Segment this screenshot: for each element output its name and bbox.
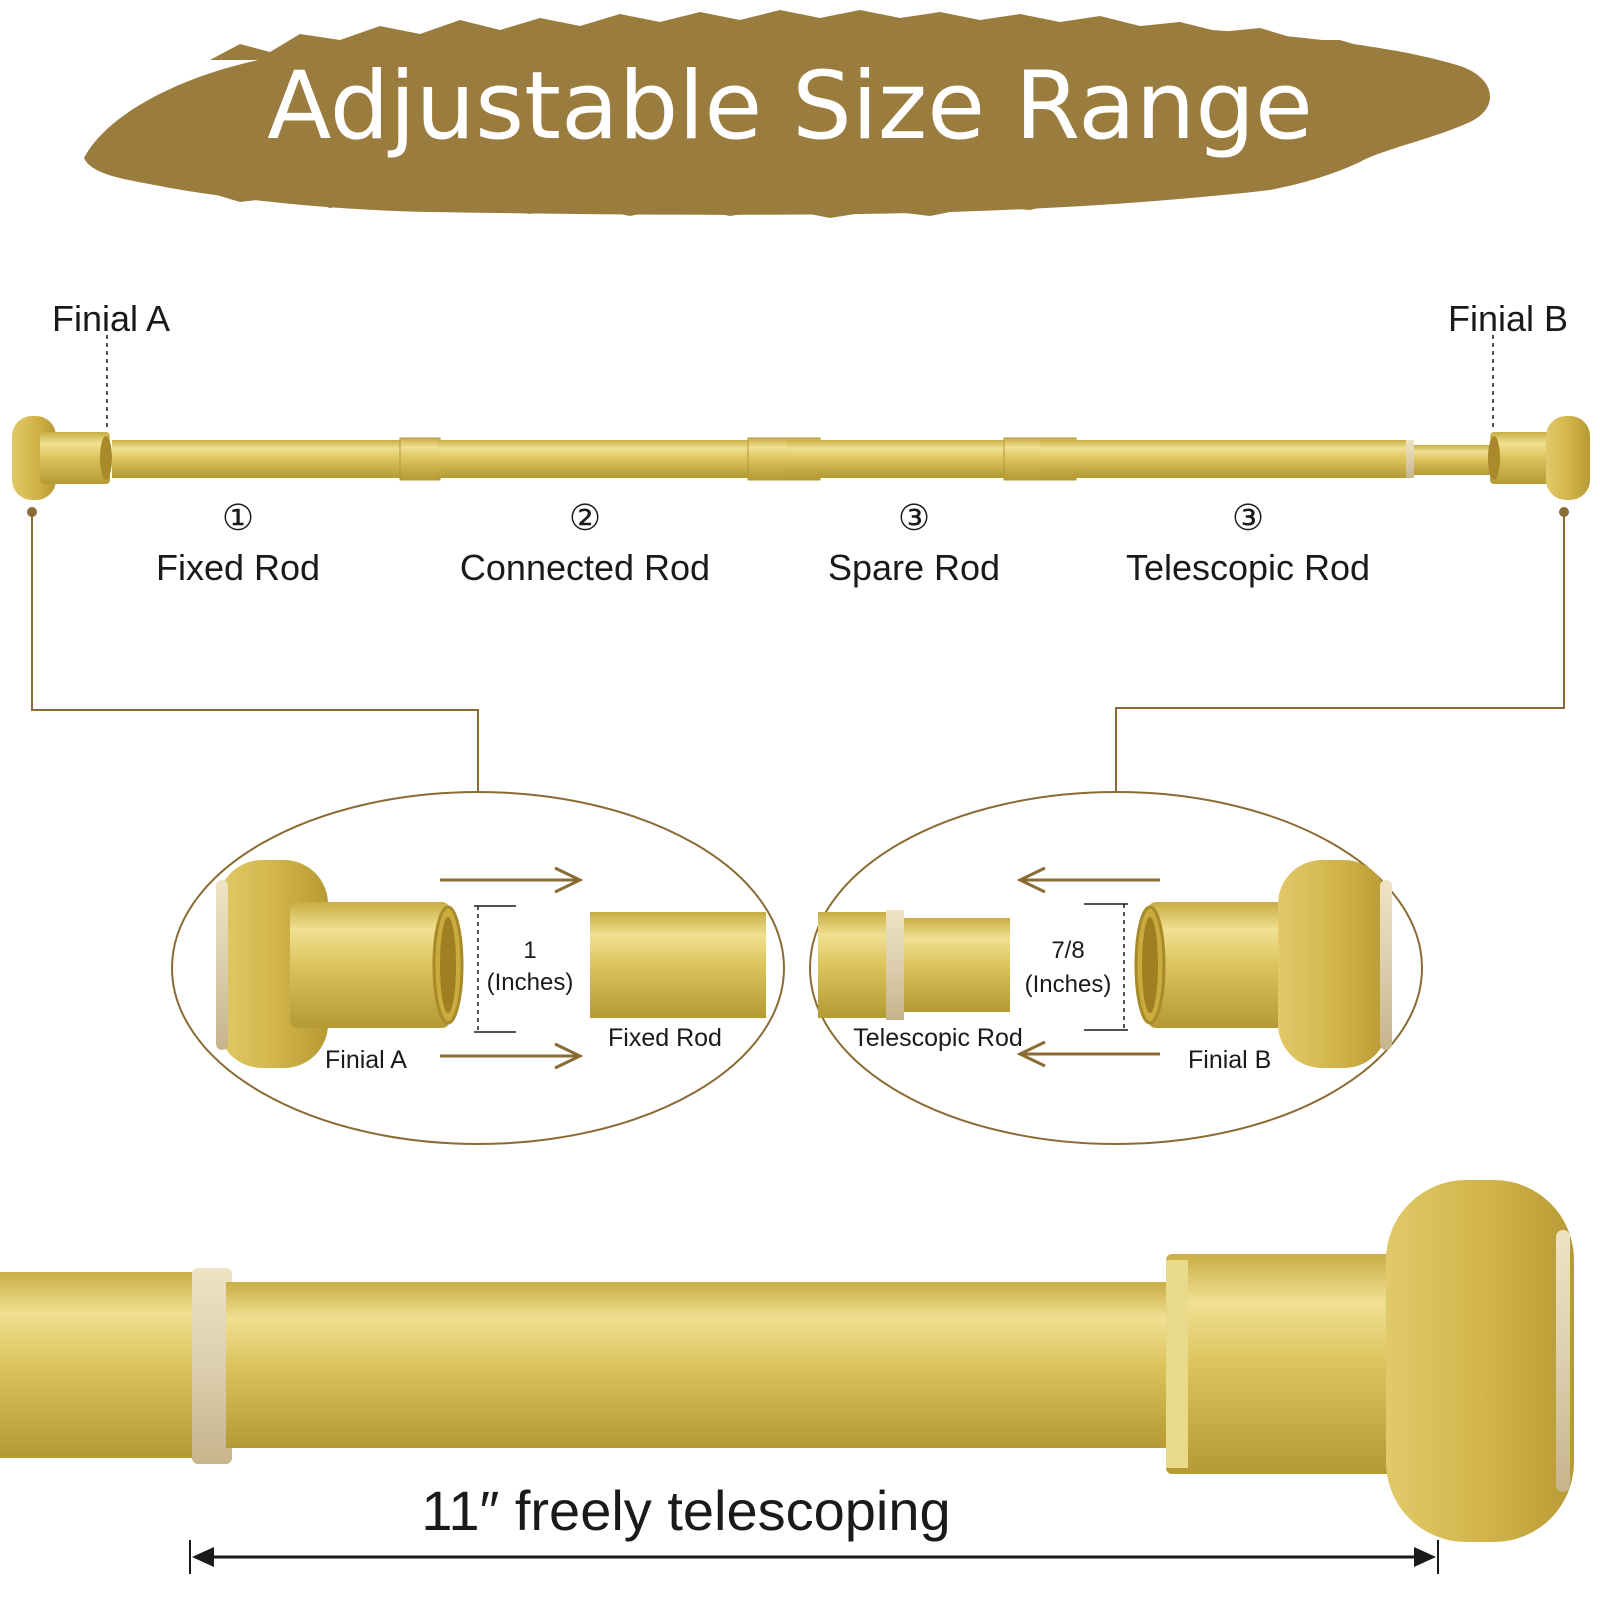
telescopic-sleeve-big [192,1268,232,1464]
size-unit: (Inches) [487,969,574,996]
telescopic-rod-inner [1414,445,1494,475]
fixed-rod-segment [112,440,434,478]
page-title: Adjustable Size Range [267,52,1313,161]
size-value: 1 [523,937,536,964]
spare-rod-segment [786,440,1036,478]
part-spare-rod: ③ Spare Rod [828,497,1000,588]
part-label: Spare Rod [828,547,1000,588]
telescopic-sleeve [1406,440,1414,478]
telescopic-rod-outer [1040,440,1412,478]
telescoping-label: 11″ freely telescoping [421,1479,950,1542]
fixed-rod-closeup [590,912,766,1018]
part-label: Fixed Rod [156,547,320,588]
size-unit: (Inches) [1025,971,1112,998]
dimension-left: 1 (Inches) [474,905,574,1033]
connector-1 [399,437,441,481]
finial-label: Finial A [325,1046,407,1074]
finial-cap-big [1386,1180,1574,1542]
callout-lines [27,507,1569,792]
part-number: ③ [898,497,930,538]
rod-label: Telescopic Rod [853,1024,1023,1052]
part-label: Telescopic Rod [1126,547,1370,588]
telescoping-closeup [0,1180,1574,1542]
telescoping-arrow-right [1414,1547,1436,1567]
rod-assembly: Finial A Finial B ① Fixed Rod ② [12,298,1590,588]
finial-b [1488,416,1590,500]
dimension-right: 7/8 (Inches) [1025,903,1128,1031]
finial-a [12,416,112,500]
finial-b-closeup [1134,860,1392,1068]
finial-neck-edge [1166,1260,1188,1468]
insert-arrows-right [1016,866,1160,1068]
part-telescopic-rod: ③ Telescopic Rod [1126,497,1370,588]
connected-rod-segment [438,440,784,478]
detail-oval-right: 7/8 (Inches) Telescopic Rod Finial B [809,791,1423,1145]
part-number: ③ [1232,497,1264,538]
size-value: 7/8 [1051,937,1084,964]
callout-line-left [31,512,479,792]
brush-stroke [84,20,1491,215]
detail-oval-left: 1 (Inches) Finial A Fixed Rod [171,791,785,1145]
finial-neck [1166,1254,1456,1474]
part-fixed-rod: ① Fixed Rod [156,497,320,588]
brush-stroke-ragged-bottom [200,170,1260,218]
finial-b-label: Finial B [1448,298,1568,339]
finial-cap-rim [1556,1230,1570,1492]
finial-a-closeup [216,860,464,1068]
insert-arrows-left [440,866,584,1070]
part-number: ① [222,497,254,538]
brush-stroke-ragged-top [210,10,1450,80]
part-connected-rod: ② Connected Rod [460,497,710,588]
finial-a-label: Finial A [52,298,170,339]
telescoping-arrow-left [192,1547,214,1567]
rod-label: Fixed Rod [608,1024,722,1052]
part-label: Connected Rod [460,547,710,588]
telescopic-rod-closeup [818,910,1010,1020]
title-banner: Adjustable Size Range [84,10,1491,218]
callout-line-right [1115,512,1565,792]
finial-label: Finial B [1188,1046,1271,1074]
outer-rod [0,1272,206,1458]
part-number: ② [569,497,601,538]
inner-rod [226,1282,1202,1448]
telescoping-dimension: 11″ freely telescoping [189,1479,1439,1574]
